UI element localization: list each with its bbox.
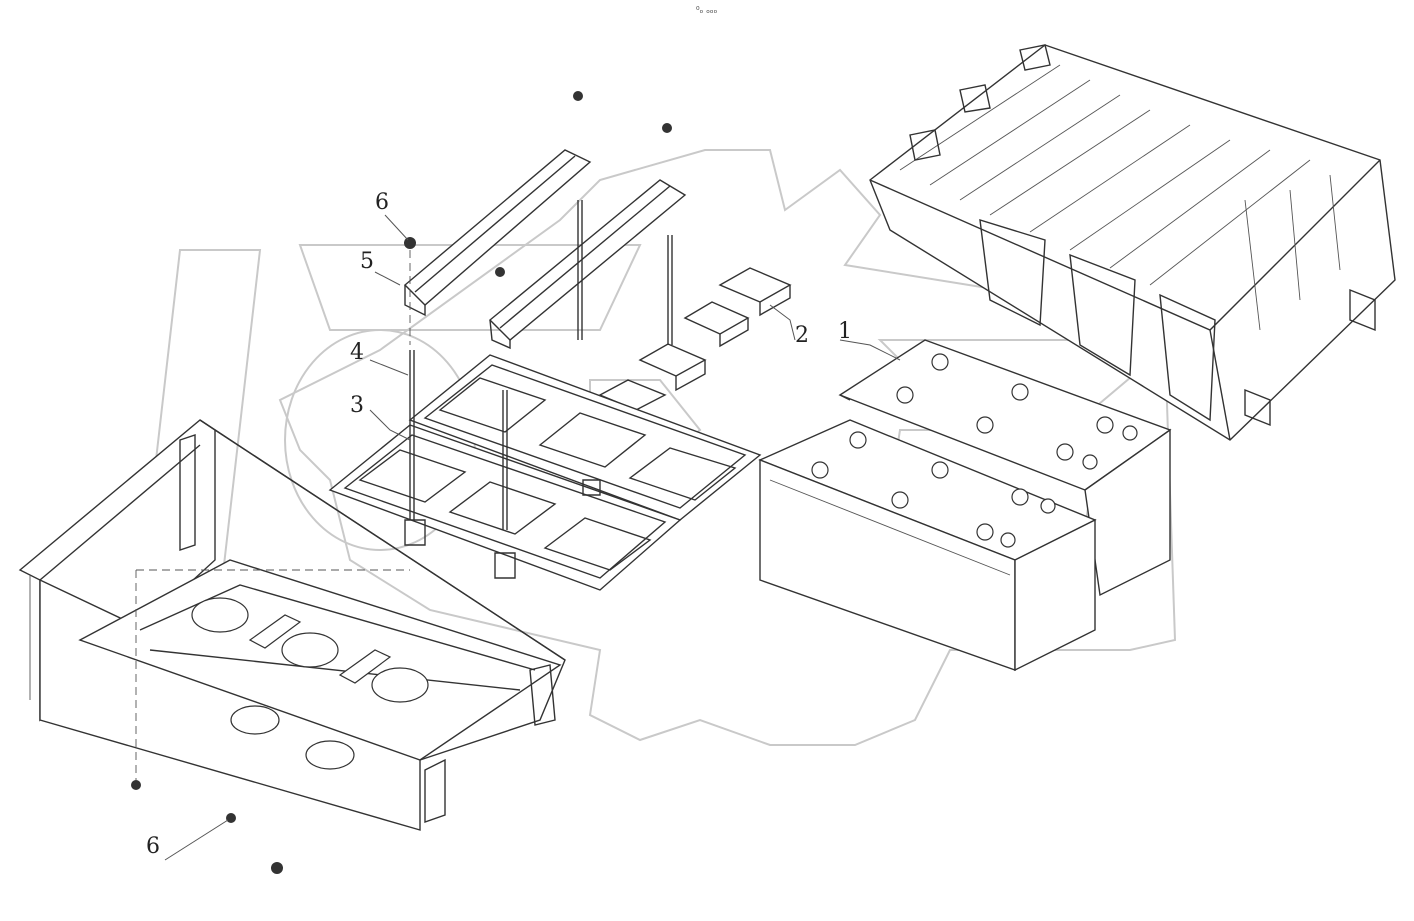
callout-6-bottom: 6: [146, 834, 160, 859]
callout-2: 2: [795, 323, 809, 348]
battery-box-bracket: [18, 419, 566, 831]
battery-cover: [869, 44, 1396, 441]
battery-rear: [838, 339, 1172, 597]
callout-6-top: 6: [375, 190, 389, 215]
callout-3: 3: [350, 393, 364, 418]
battery-tray-frame: [328, 354, 762, 591]
nuts: [131, 91, 672, 874]
callout-4: 4: [350, 340, 364, 365]
alignment-lines: [135, 250, 411, 780]
callout-5: 5: [360, 249, 374, 274]
header-mark: ⁰ₒ ₒₒₒ: [696, 6, 718, 16]
threaded-rods: [409, 200, 673, 530]
callout-1: 1: [838, 319, 852, 344]
clamp-plates: [598, 267, 792, 411]
battery-front: [758, 419, 1097, 672]
hold-down-rails: [403, 149, 687, 350]
callout-leaders: [164, 214, 901, 861]
